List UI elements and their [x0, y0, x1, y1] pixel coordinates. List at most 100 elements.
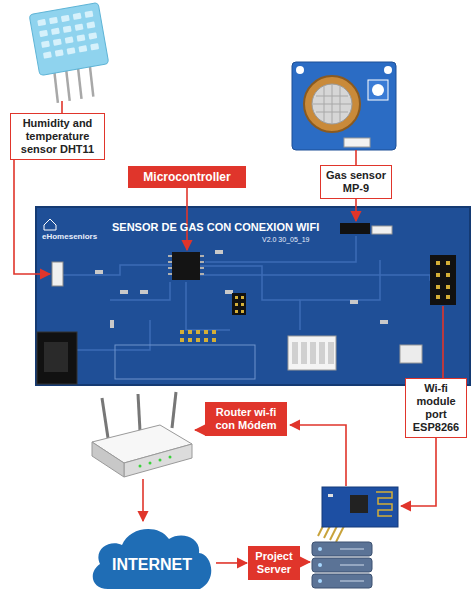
- mesh-line: [332, 84, 333, 124]
- router-led: [159, 459, 162, 462]
- chip-pin: [168, 255, 204, 275]
- dip-switch-lever: [292, 342, 334, 364]
- version-mark: V2.0 30_05_19: [262, 236, 310, 243]
- left-connector: [52, 262, 63, 286]
- relay: [400, 345, 422, 363]
- leader-line: [442, 306, 444, 388]
- sensor-vent: [55, 49, 64, 56]
- module-pin: [336, 526, 344, 542]
- sensor-can: [304, 76, 360, 132]
- pad-grid: [188, 338, 192, 342]
- sensor-mesh: [312, 84, 352, 124]
- sensor-body: [29, 2, 109, 75]
- dip-switch-lever: [292, 342, 298, 364]
- pcb-trace: [62, 265, 172, 275]
- leader-line: [186, 185, 188, 250]
- connector-pin: [436, 285, 440, 289]
- dip-switch-lever: [301, 342, 307, 364]
- module-chip: [350, 495, 368, 513]
- smd-component: [380, 320, 388, 324]
- dip-switch-lever: [310, 342, 316, 364]
- sensor-vent: [73, 13, 82, 20]
- smd-component: [110, 320, 114, 328]
- sensor-vent: [61, 15, 70, 22]
- mount-hole: [384, 66, 392, 74]
- smd-component: [120, 290, 128, 294]
- sensor-vent: [67, 47, 76, 54]
- server-light: [318, 547, 322, 551]
- module-led: [328, 494, 333, 497]
- potentiometer: [368, 80, 388, 100]
- mesh-line: [313, 84, 351, 124]
- chip-pin: [168, 267, 172, 269]
- gas-sensor-module: [292, 62, 396, 150]
- pcb-trace: [110, 282, 170, 300]
- node-text: Router wi-fi con Módem: [210, 406, 282, 432]
- sensor-vent: [76, 34, 85, 41]
- sensor-vent: [88, 32, 97, 39]
- wifi-connector: [430, 255, 456, 305]
- pad-grid: [204, 338, 208, 342]
- header-pin: [235, 296, 244, 313]
- chip-pin: [200, 255, 204, 257]
- sensor-pin: [88, 65, 96, 97]
- sensor-vent: [90, 43, 99, 50]
- connector-pin: [446, 295, 450, 299]
- leader-line: [142, 479, 144, 521]
- gas-header: [340, 223, 370, 234]
- cloud-shape: INTERNET: [88, 522, 216, 590]
- esp8266-module: [318, 487, 398, 542]
- sensor-vent: [65, 36, 74, 43]
- smd-component: [215, 250, 223, 254]
- module-antenna: [376, 492, 392, 516]
- router-illustration: [92, 392, 192, 477]
- microcontroller-chip: [172, 252, 200, 280]
- dip-switch: [288, 336, 336, 370]
- sensor-vent: [43, 51, 52, 58]
- node-text: Project Server: [253, 550, 295, 576]
- connector-pin: [446, 285, 450, 289]
- node-text: Wi-fi module port ESP8266: [410, 382, 462, 434]
- sensor-vent: [51, 28, 60, 35]
- sensor-vent: [49, 17, 58, 24]
- server-unit: [312, 558, 372, 572]
- mesh-line: [324, 86, 325, 122]
- sensor-vent: [86, 21, 95, 28]
- pad-grid: [212, 330, 216, 334]
- smd-component: [140, 290, 148, 294]
- leader-line: [401, 430, 436, 506]
- connector-pin: [446, 273, 450, 277]
- module-board: [322, 487, 398, 527]
- node-text: Gas sensor MP-9: [325, 169, 387, 195]
- router-side: [92, 442, 124, 477]
- connector-pin: [436, 295, 440, 299]
- sensor-module-outline: [115, 345, 255, 379]
- router-led: [169, 456, 172, 459]
- sensor-vent: [53, 39, 62, 46]
- router-front: [124, 444, 192, 477]
- chip-pin: [200, 261, 204, 263]
- arrow-connector: [216, 562, 247, 564]
- connector-pin: [446, 261, 450, 265]
- pad-grid: [180, 330, 184, 334]
- node-text: INTERNET: [88, 556, 216, 575]
- module-board: [292, 62, 396, 150]
- dip-switch-lever: [319, 342, 325, 364]
- router-led: [139, 465, 142, 468]
- pad-grid: [188, 330, 192, 334]
- router-antenna: [102, 398, 108, 438]
- leader-line: [14, 101, 443, 562]
- gas-header-pins: [372, 226, 392, 234]
- sensor-vent: [37, 19, 46, 26]
- sensor-vent: [37, 11, 99, 59]
- chip-pin: [168, 255, 172, 257]
- chip-pin: [200, 267, 204, 269]
- server-slot: [340, 548, 364, 550]
- mesh-line: [340, 86, 341, 122]
- board-title: SENSOR DE GAS CON CONEXION WIFI: [112, 221, 319, 233]
- house-logo: [44, 219, 56, 230]
- pad-grid: [180, 338, 184, 342]
- connector-pin: [436, 261, 450, 299]
- server-light: [318, 563, 322, 567]
